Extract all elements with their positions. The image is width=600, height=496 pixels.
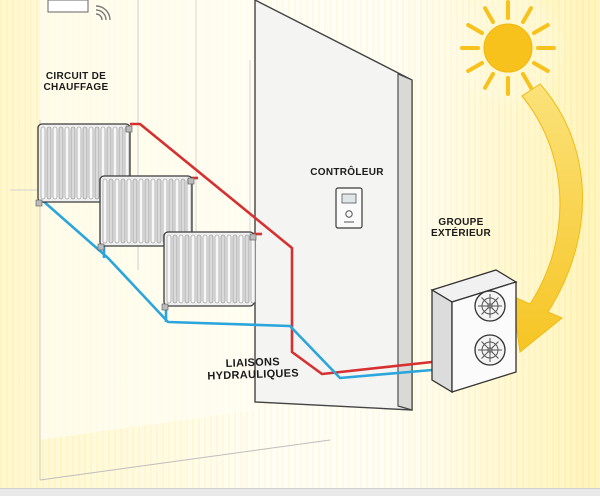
radiator-icon: [97, 175, 195, 251]
outdoor-unit-icon: [430, 269, 518, 394]
label-groupe-line1: GROUPE: [438, 217, 484, 228]
sun-heat-arrow-icon: [511, 83, 584, 353]
fan-bottom-icon: [474, 334, 506, 366]
thermostat-icon: [335, 187, 363, 229]
wifi-icon: [95, 5, 111, 21]
label-circuit-line2: CHAUFFAGE: [43, 81, 109, 93]
sun-icon: [448, 0, 568, 108]
radiator-icon: [161, 231, 257, 311]
label-groupe-line2: EXTÉRIEUR: [431, 227, 491, 239]
label-circuit-line1: CIRCUIT DE: [45, 71, 107, 82]
fan-top-icon: [474, 290, 506, 322]
bottom-border: [0, 488, 600, 496]
label-controleur: CONTRÔLEUR: [310, 167, 384, 178]
label-liaisons-hydrauliques: LIAISONS HYDRAULIQUES: [198, 356, 309, 383]
label-groupe-exterieur: GROUPE EXTÉRIEUR: [428, 217, 494, 239]
label-circuit-de-chauffage: CIRCUIT DE CHAUFFAGE: [36, 71, 116, 93]
